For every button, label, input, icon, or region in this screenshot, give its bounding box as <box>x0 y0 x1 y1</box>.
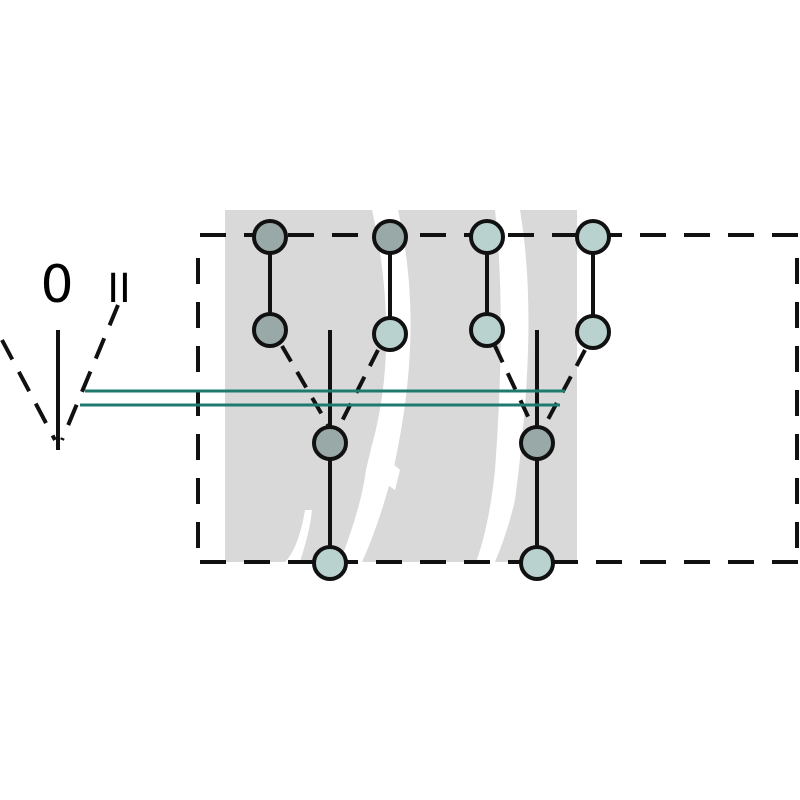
mechanical-linkage <box>80 389 565 407</box>
pole-contact-icon <box>252 219 288 255</box>
pole-contact-icon <box>252 312 288 348</box>
position-label-second: II <box>107 266 131 312</box>
pole-contact-icon <box>575 314 611 350</box>
pole-contact-icon <box>469 312 505 348</box>
enclosure-dashed <box>196 233 800 564</box>
pole-contact-icon <box>519 425 555 461</box>
watermark-logo-icon <box>225 210 577 562</box>
pole-contact-icon <box>519 545 555 581</box>
contacts <box>252 219 611 581</box>
pole-contact-icon <box>575 219 611 255</box>
pole-contact-icon <box>312 545 348 581</box>
position-label-off: 0 <box>40 255 73 315</box>
pole-contact-icon <box>372 316 408 352</box>
pole-contact-icon <box>469 219 505 255</box>
pole-contact-icon <box>372 219 408 255</box>
switch-lever-icon <box>0 304 120 450</box>
pole-contact-icon <box>312 425 348 461</box>
